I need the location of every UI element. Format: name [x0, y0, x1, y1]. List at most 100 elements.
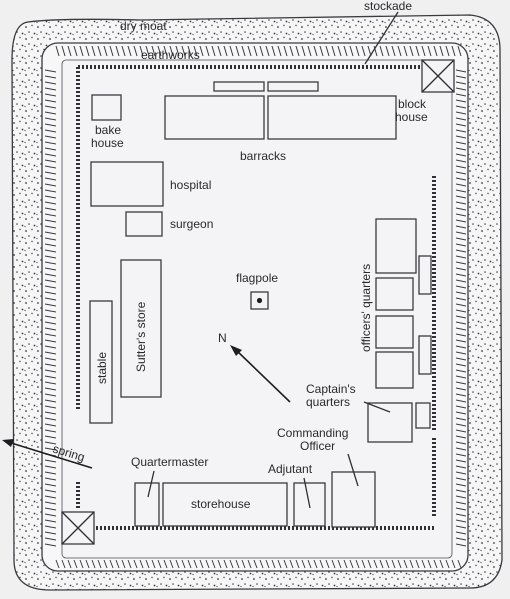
earthworks-tick: [265, 559, 270, 569]
earthworks-tick: [313, 559, 318, 569]
earthworks-tick: [455, 441, 467, 445]
earthworks-tick: [349, 45, 354, 57]
earthworks-tick: [44, 135, 57, 139]
earthworks-tick: [331, 559, 336, 569]
earthworks-tick: [455, 357, 467, 361]
earthworks-tick: [44, 435, 57, 439]
earthworks-tick: [457, 45, 462, 57]
earthworks-tick: [455, 345, 467, 349]
earthworks-tick: [455, 225, 467, 229]
earthworks-tick: [455, 231, 467, 235]
earthworks-tick: [241, 45, 246, 57]
earthworks-tick: [415, 559, 420, 569]
earthworks-tick: [44, 213, 57, 217]
earthworks-tick: [44, 249, 57, 253]
earthworks-tick: [391, 559, 396, 569]
earthworks-tick: [455, 219, 467, 223]
earthworks-tick: [44, 153, 57, 157]
earthworks-tick: [421, 559, 426, 569]
earthworks-tick: [455, 363, 467, 367]
earthworks-tick: [44, 405, 57, 409]
earthworks-tick: [455, 117, 467, 121]
earthworks-tick: [455, 543, 467, 547]
earthworks-tick: [325, 45, 330, 57]
earthworks-tick: [455, 507, 467, 511]
earthworks-tick: [91, 559, 96, 569]
earthworks-tick: [455, 285, 467, 289]
earthworks-tick: [271, 559, 276, 569]
earthworks-tick: [44, 105, 57, 109]
earthworks-tick: [373, 559, 378, 569]
earthworks-tick: [44, 303, 57, 307]
earthworks-tick: [455, 171, 467, 175]
earthworks-tick: [44, 177, 57, 181]
officers-quarters-1: [375, 218, 417, 274]
earthworks-tick: [145, 559, 150, 569]
earthworks-tick: [44, 465, 57, 469]
sutters-store-label: Sutter's store: [134, 301, 148, 372]
earthworks-tick: [259, 45, 264, 57]
earthworks-tick: [455, 261, 467, 265]
earthworks-tick: [439, 45, 444, 57]
earthworks-tick: [455, 129, 467, 133]
earthworks-tick: [115, 45, 120, 57]
earthworks-tick: [44, 429, 57, 433]
earthworks-tick: [193, 559, 198, 569]
earthworks-tick: [289, 559, 294, 569]
earthworks-tick: [44, 369, 57, 373]
earthworks-tick: [455, 93, 467, 97]
earthworks-tick: [455, 237, 467, 241]
earthworks-tick: [44, 207, 57, 211]
earthworks-tick: [44, 69, 57, 73]
earthworks-tick: [455, 273, 467, 277]
earthworks-tick: [44, 495, 57, 499]
earthworks-tick: [397, 45, 402, 57]
earthworks-tick: [455, 369, 467, 373]
earthworks-tick: [247, 45, 252, 57]
earthworks-tick: [455, 255, 467, 259]
earthworks-tick: [44, 183, 57, 187]
earthworks-tick: [44, 195, 57, 199]
earthworks-tick: [44, 201, 57, 205]
earthworks-tick: [67, 45, 72, 57]
earthworks-tick: [44, 219, 57, 223]
earthworks-tick: [379, 45, 384, 57]
earthworks-tick: [307, 45, 312, 57]
earthworks-tick: [295, 45, 300, 57]
earthworks-tick: [455, 537, 467, 541]
earthworks-tick: [187, 45, 192, 57]
dry-moat-label: dry moat: [120, 19, 167, 33]
earthworks-tick: [455, 495, 467, 499]
quartermaster-leader: [147, 470, 155, 498]
earthworks-tick: [127, 559, 132, 569]
earthworks-tick: [44, 501, 57, 505]
earthworks-tick: [301, 559, 306, 569]
earthworks-tick: [139, 45, 144, 57]
earthworks-tick: [367, 559, 372, 569]
earthworks-tick: [44, 75, 57, 79]
earthworks-tick: [55, 559, 60, 569]
earthworks-tick: [121, 45, 126, 57]
earthworks-tick: [455, 297, 467, 301]
earthworks-tick: [433, 45, 438, 57]
earthworks-tick: [44, 285, 57, 289]
earthworks-tick: [361, 559, 366, 569]
earthworks-tick: [44, 255, 57, 259]
earthworks-tick: [289, 45, 294, 57]
earthworks-tick: [283, 45, 288, 57]
earthworks-tick: [455, 189, 467, 193]
block-house-label-line1: block: [398, 97, 427, 111]
earthworks-hatching: [44, 45, 467, 569]
earthworks-tick: [151, 45, 156, 57]
earthworks-tick: [97, 559, 102, 569]
sutters-store: [120, 259, 162, 398]
earthworks-tick: [44, 147, 57, 151]
earthworks-tick: [44, 87, 57, 91]
earthworks-tick: [44, 459, 57, 463]
earthworks-tick: [455, 411, 467, 415]
earthworks-tick: [169, 559, 174, 569]
earthworks-tick: [44, 489, 57, 493]
barracks-right: [267, 95, 397, 140]
earthworks-tick: [373, 45, 378, 57]
